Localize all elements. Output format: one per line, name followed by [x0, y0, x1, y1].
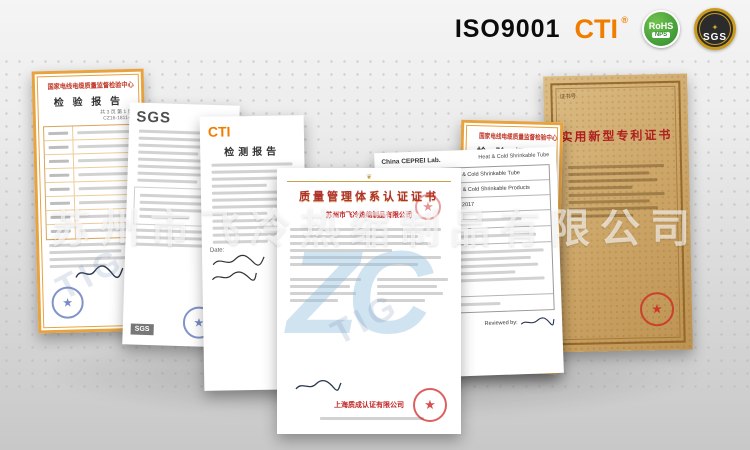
cti-text: CTI	[574, 13, 619, 44]
certification-logos-bar: ISO9001 CTI ® RoHS NPS ✦ SGS	[455, 8, 736, 50]
cert4-two-column-text	[287, 274, 451, 306]
cert5-row-value: Heat & Cold Shrinkable Tube	[448, 170, 521, 179]
cert1-report-number: CZ16-1811-S	[103, 114, 133, 122]
rohs-badge-icon: RoHS NPS	[642, 10, 680, 48]
cert3-signature-icon	[212, 254, 265, 266]
cert7-title: 实用新型专利证书	[560, 127, 673, 145]
sgs-star-icon: ✦	[711, 23, 719, 32]
cert4-footer-lines-skeleton	[317, 413, 424, 424]
cert5-notes-skeleton	[448, 242, 552, 289]
cert4-company-name: 苏州市飞冷热缩制品有限公司	[325, 212, 413, 219]
cti-logo: CTI ®	[575, 14, 629, 45]
cert3-signature2-icon	[211, 271, 257, 281]
cert4-signature-icon	[295, 379, 342, 391]
cert4-red-seal-icon: ★	[413, 388, 447, 422]
cert-inspection-report-left: 国家电线电缆质量监督检验中心 检 验 报 告 共 3 页 第 1 页 CZ16-…	[31, 68, 151, 334]
cert4-issuer: 上海质成认证有限公司	[334, 402, 404, 409]
cert4-title: 质量管理体系认证证书	[299, 191, 439, 203]
cert1-org-title: 国家电线电缆质量监督检验中心	[47, 81, 134, 92]
cert1-blue-stamp-icon: ★	[51, 286, 85, 320]
cert1-inner: 国家电线电缆质量监督检验中心 检 验 报 告 共 3 页 第 1 页 CZ16-…	[36, 73, 146, 329]
cert5-reviewer-signature-icon	[520, 317, 555, 326]
cert2-sgs-stamp-icon: SGS	[130, 323, 154, 336]
cert4-text-lines-skeleton	[287, 228, 451, 266]
cert4-flourish-icon: ❦	[287, 174, 451, 182]
cert1-data-table	[43, 123, 138, 241]
cert3-title: 检测报告	[224, 146, 281, 159]
sgs-badge-label: SGS	[702, 32, 728, 43]
cert1-title: 检 验 报 告	[53, 96, 124, 109]
iso9001-label: ISO9001	[454, 14, 561, 43]
registered-mark-icon: ®	[621, 14, 628, 25]
rohs-sub-label: NPS	[651, 31, 671, 38]
rohs-label: RoHS	[648, 20, 674, 31]
cert7-text-lines-skeleton	[565, 160, 670, 222]
cti-doc-logo: CTI	[207, 123, 231, 140]
cert-cti-report: CTI 检测报告 Date: ★	[199, 115, 309, 391]
cert4-red-seal-top-icon: ★	[415, 194, 441, 220]
cert-utility-patent: 证书号 实用新型专利证书 ★	[543, 73, 693, 353]
cert6-org-title: 国家电线电缆质量监督检验中心	[478, 133, 558, 143]
cert5-row-value: Jun. 2017	[449, 201, 475, 209]
cert7-number-label: 证书号	[559, 93, 577, 101]
cert1-signature-icon	[75, 265, 124, 279]
cert-quality-management: ❦ 质量管理体系认证证书 苏州市飞冷热缩制品有限公司 ZC 上海质成认证有限公司…	[277, 168, 461, 434]
cert5-row-value: Heat & Cold Shrinkable Products	[449, 184, 531, 194]
cert5-reviewed-label: Reviewed by:	[484, 319, 518, 327]
sgs-badge-icon: ✦ SGS	[694, 8, 736, 50]
